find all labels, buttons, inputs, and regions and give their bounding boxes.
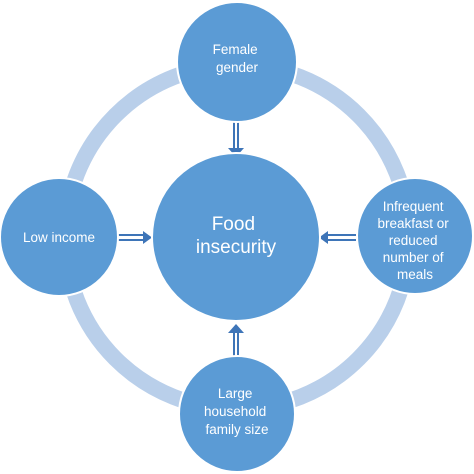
node-right-line-5: meals xyxy=(397,267,433,282)
node-right-line-2: breakfast or xyxy=(377,216,449,231)
node-left-line-1: Low income xyxy=(23,230,95,245)
center-line-2: insecurity xyxy=(196,237,277,258)
arrow-bottom-to-center xyxy=(228,324,244,357)
node-bottom-line-3: family size xyxy=(205,422,268,437)
node-female-gender: Female gender xyxy=(176,1,298,123)
arrow-left-to-center xyxy=(117,231,152,244)
svg-text:Female gender: Female gender xyxy=(213,42,262,75)
center-line-1: Food xyxy=(212,214,255,235)
svg-text:Infrequent breakfast o: Infrequent breakfast or reduced number o… xyxy=(377,199,452,282)
node-infrequent-breakfast: Infrequent breakfast or reduced number o… xyxy=(356,177,474,295)
node-bottom-line-1: Large xyxy=(218,386,253,401)
node-top-line-2: gender xyxy=(216,60,259,75)
node-right-line-1: Infrequent xyxy=(383,199,444,214)
arrow-top-to-center xyxy=(228,118,244,157)
node-bottom-line-2: household xyxy=(204,404,266,419)
svg-text:Food insecurity: Food insecurity xyxy=(196,214,277,258)
node-right-line-3: reduced xyxy=(389,233,438,248)
center-node: Food insecurity xyxy=(151,152,321,322)
node-right-line-4: number of xyxy=(383,250,444,265)
svg-text:Low income: Low income xyxy=(23,230,95,245)
svg-text:Large household: Large household family size xyxy=(204,386,270,437)
arrow-right-to-center xyxy=(319,231,356,244)
node-top-line-1: Female xyxy=(213,42,258,57)
node-low-income: Low income xyxy=(0,177,119,297)
node-large-household: Large household family size xyxy=(178,355,296,473)
